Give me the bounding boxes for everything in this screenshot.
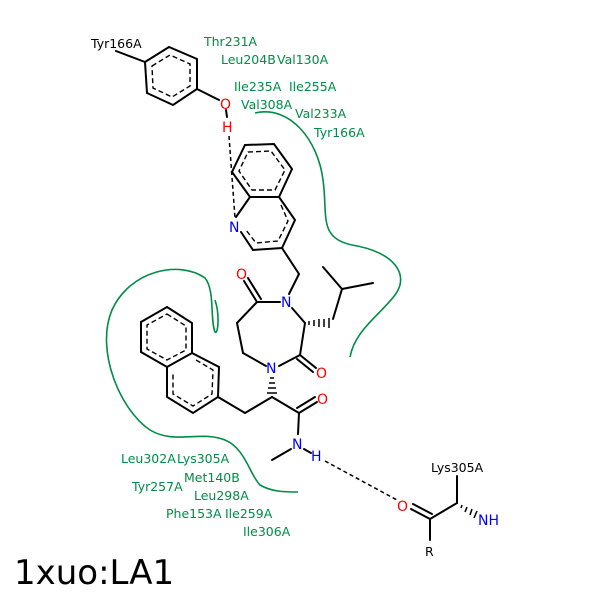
atom-nitrogen-ring-1: N bbox=[281, 295, 291, 311]
hydrogen-bond-tyr bbox=[228, 135, 236, 219]
atom-nitrogen-quinoline: N bbox=[229, 220, 239, 236]
residue-ile255a: Ile255A bbox=[289, 79, 337, 94]
residue-thr231a: Thr231A bbox=[203, 34, 258, 49]
atom-nh-lys: NH bbox=[478, 513, 499, 529]
residue-tyr257a: Tyr257A bbox=[131, 479, 183, 494]
atom-oxygen-amide: O bbox=[317, 392, 328, 408]
hydrophobic-contour-top bbox=[254, 111, 402, 358]
residue-ile306a: Ile306A bbox=[243, 524, 291, 539]
residue-ile235a: Ile235A bbox=[234, 79, 282, 94]
naphthalene-ring bbox=[140, 305, 221, 415]
atom-oxygen-ring-2: O bbox=[316, 366, 327, 382]
atom-oxygen-lys: O bbox=[397, 499, 408, 515]
residue-leu302a: Leu302A bbox=[121, 451, 176, 466]
atom-r-lys: R bbox=[425, 544, 434, 559]
atom-oxygen-tyr: O bbox=[220, 97, 231, 113]
residue-label-lys305a: Lys305A bbox=[431, 460, 484, 475]
diazepanedione-ring bbox=[236, 266, 374, 373]
residue-tyr166a-hydrophobic: Tyr166A bbox=[313, 125, 365, 140]
residue-label-tyr166a: Tyr166A bbox=[90, 36, 142, 51]
residue-val308a: Val308A bbox=[241, 97, 293, 112]
quinoline-ring bbox=[230, 142, 300, 295]
amide-sidechain bbox=[217, 377, 318, 461]
atom-nitrogen-ring-2: N bbox=[266, 361, 276, 377]
hydrophobic-contour-bottom bbox=[105, 268, 299, 493]
residue-phe153a: Phe153A bbox=[166, 506, 222, 521]
residue-leu298a: Leu298A bbox=[194, 488, 249, 503]
atom-hydrogen-tyr: H bbox=[222, 120, 233, 136]
residue-met140b: Met140B bbox=[184, 470, 240, 485]
atom-oxygen-ring-1: O bbox=[236, 267, 247, 283]
hydrogen-bond-lys bbox=[324, 460, 398, 501]
lys305a-fragment bbox=[410, 475, 478, 541]
diagram-title: 1xuo:LA1 bbox=[14, 553, 174, 593]
residue-val233a: Val233A bbox=[295, 106, 347, 121]
atom-nitrogen-amide: N bbox=[292, 437, 302, 453]
residue-leu204b: Leu204B bbox=[221, 52, 276, 67]
residue-ile259a: Ile259A bbox=[225, 506, 273, 521]
tyr166a-fragment bbox=[115, 45, 228, 118]
residue-val130a: Val130A bbox=[277, 52, 329, 67]
residue-lys305a-hydrophobic: Lys305A bbox=[177, 451, 230, 466]
atom-hydrogen-amide: H bbox=[311, 449, 322, 465]
